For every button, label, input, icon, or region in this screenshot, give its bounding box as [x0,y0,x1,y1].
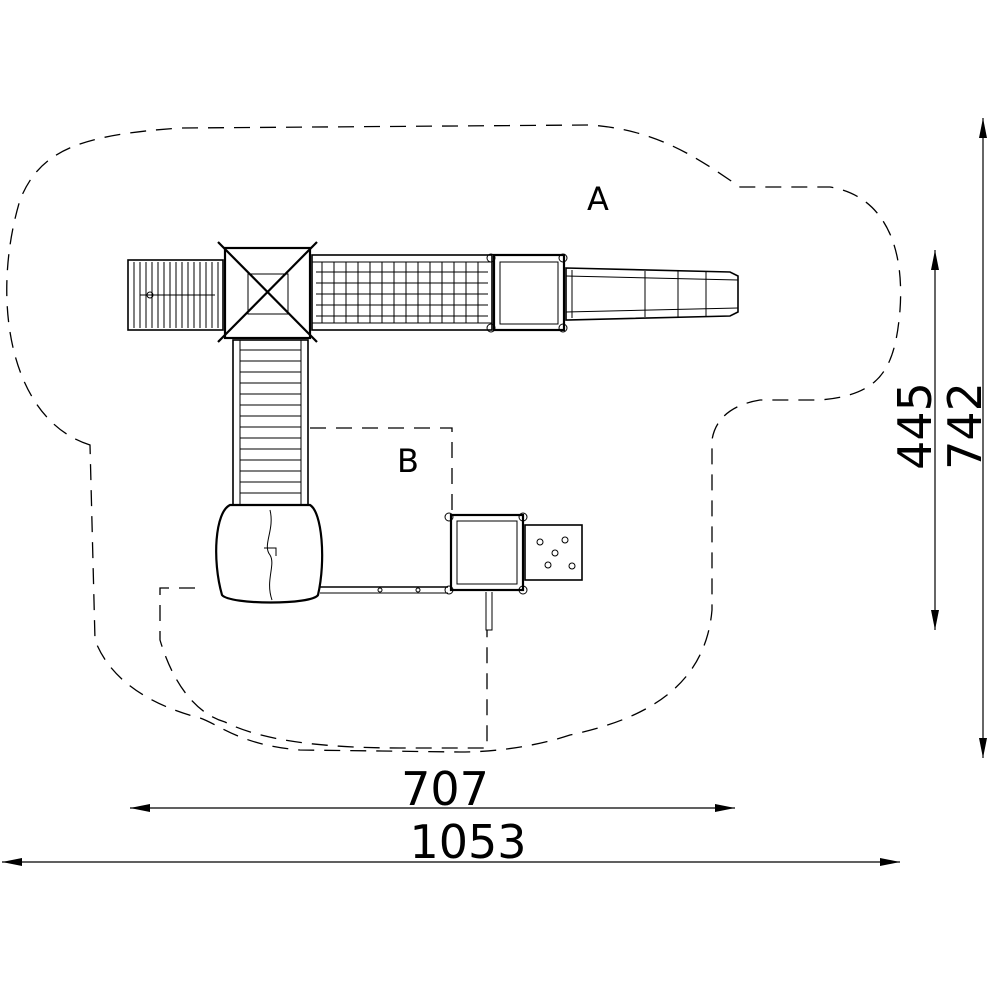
dimension-outer-width: 1053 [2,815,900,869]
zone-a-label: A [587,180,609,218]
dimension-outer-height-label: 742 [938,382,992,470]
dimension-inner-height-label: 445 [888,382,942,470]
tube-capsule [215,503,324,604]
ladder-bridge [232,339,309,506]
dimension-inner-width: 707 [130,762,735,816]
bottom-rail [320,586,448,594]
safety-zone-b-lower-outline [159,587,488,749]
dimension-outer-height: 742 [938,118,992,758]
corner-tower [217,241,318,343]
net-bridge [311,253,496,333]
dimension-inner-width-label: 707 [401,762,489,816]
safety-zone-b-outline [310,427,453,515]
dimension-outer-width-label: 1053 [409,815,526,869]
upper-platform [492,253,568,333]
lower-platform [444,512,528,631]
left-ramp [127,259,224,331]
right-slide [565,267,739,321]
zone-b-label: B [397,442,419,480]
climbing-wall [524,524,583,581]
dimension-inner-height: 445 [888,250,942,630]
safety-zone-a-outline [6,124,902,753]
